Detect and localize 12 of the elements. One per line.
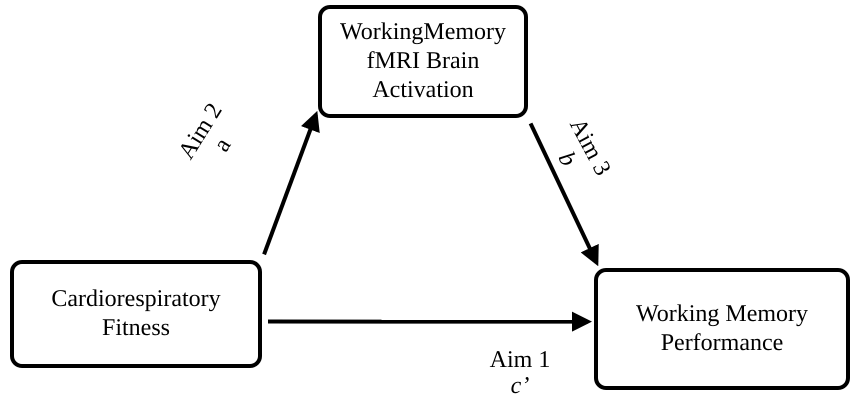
process-box xyxy=(318,5,528,118)
arrow xyxy=(268,312,592,332)
edge-label: Aim 3 b xyxy=(551,113,617,182)
arrow xyxy=(262,110,320,256)
node-text: Cardiorespiratory Fitness xyxy=(50,285,222,343)
node-text: Working Memory Performance xyxy=(634,300,810,358)
node-text: WorkingMemory fMRI Brain Activation xyxy=(338,18,508,105)
process-box xyxy=(594,268,850,390)
process-box xyxy=(10,260,262,368)
edge-label: Aim 1 c’ xyxy=(488,347,552,400)
arrow xyxy=(528,122,599,266)
edge-label: Aim 2 a xyxy=(172,98,238,166)
